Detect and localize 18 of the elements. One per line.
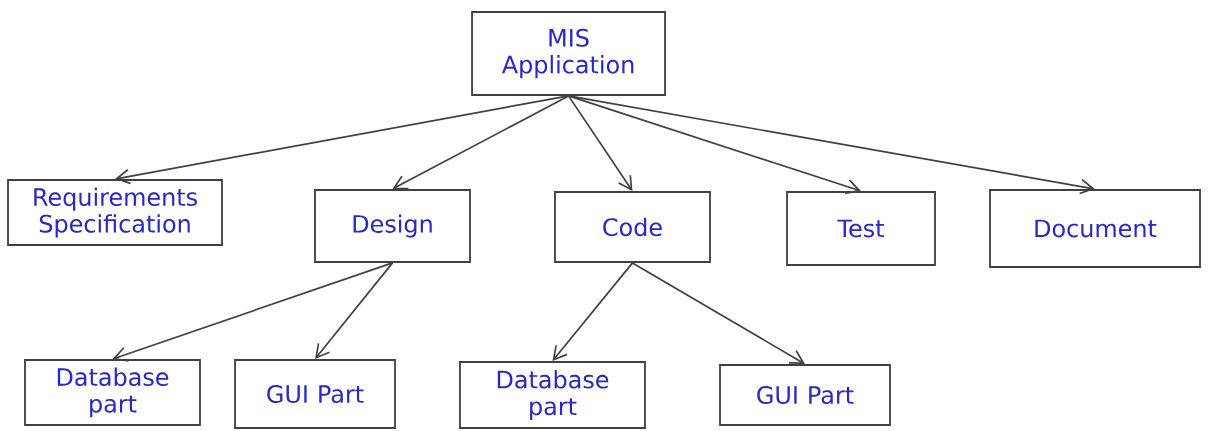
process-box: Database part xyxy=(24,359,201,426)
process-box: Code xyxy=(554,191,711,263)
arrow xyxy=(115,95,570,185)
process-box: Test xyxy=(786,191,936,266)
process-box: GUI Part xyxy=(234,359,396,429)
arrow xyxy=(552,262,634,362)
process-box: Database part xyxy=(459,361,646,429)
process-box: GUI Part xyxy=(719,364,891,426)
arrow xyxy=(112,262,394,362)
arrow xyxy=(567,95,633,192)
process-box: MIS Application xyxy=(471,11,666,96)
arrow xyxy=(315,262,394,360)
arrow xyxy=(392,95,570,190)
process-box: Requirements Specification xyxy=(7,179,223,246)
process-box: Design xyxy=(314,189,471,263)
process-box: Document xyxy=(989,189,1201,268)
arrow xyxy=(631,262,805,365)
arrow xyxy=(567,95,1095,195)
